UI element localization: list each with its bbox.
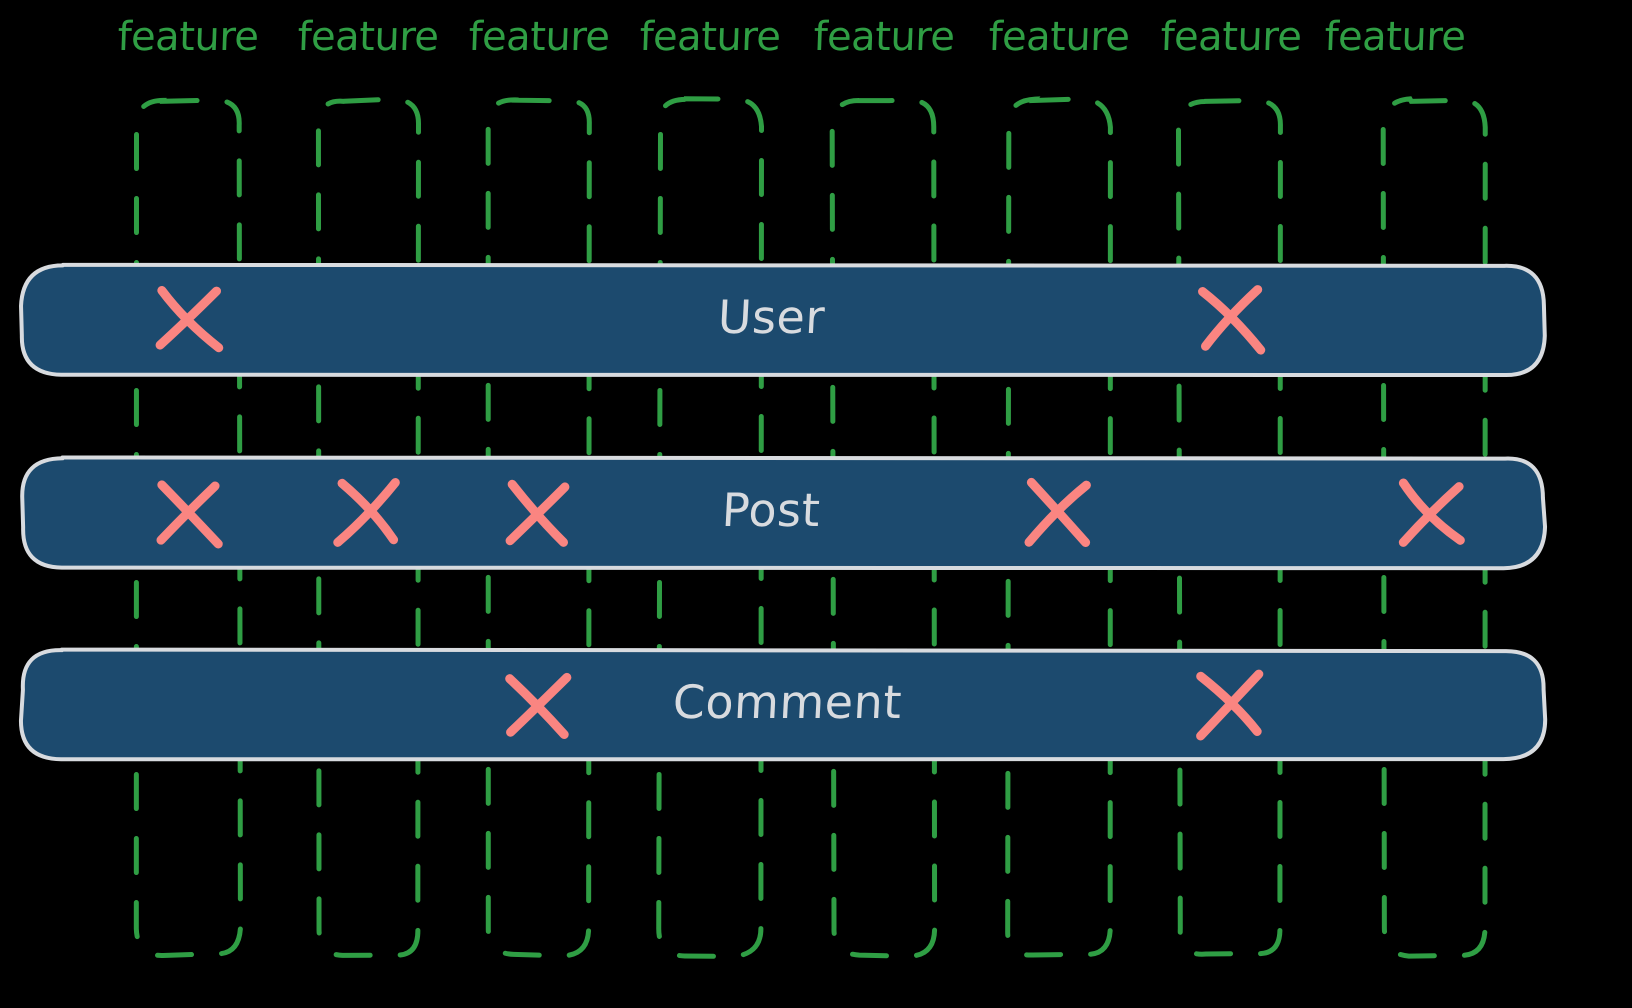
x-mark-user-col7[interactable] [1198, 285, 1266, 355]
x-mark-post-col8[interactable] [1398, 478, 1465, 547]
x-mark-post-col2[interactable] [333, 478, 400, 547]
feature-column-4[interactable] [656, 96, 765, 960]
feature-column-3[interactable] [485, 97, 592, 959]
x-mark-comment-col7[interactable] [1196, 669, 1264, 741]
entity-bar-comment[interactable] [18, 647, 1548, 762]
feature-column-7[interactable] [1175, 98, 1283, 957]
feature-column-1[interactable] [133, 97, 243, 958]
feature-column-8[interactable] [1380, 96, 1488, 959]
x-mark-user-col1[interactable] [155, 285, 224, 353]
x-mark-post-col1[interactable] [156, 480, 223, 549]
x-mark-post-col3[interactable] [505, 479, 570, 547]
feature-column-5[interactable] [829, 97, 938, 959]
entity-label-user: User [716, 290, 827, 344]
x-mark-comment-col3[interactable] [505, 672, 572, 740]
feature-column-2[interactable] [315, 96, 421, 958]
feature-column-6[interactable] [1005, 96, 1113, 958]
entity-label-comment: Comment [671, 675, 904, 729]
entity-label-post: Post [720, 483, 822, 537]
entity-bar-post[interactable] [20, 455, 1548, 571]
x-mark-post-col6[interactable] [1024, 477, 1091, 548]
entity-bar-user[interactable] [19, 262, 1547, 377]
